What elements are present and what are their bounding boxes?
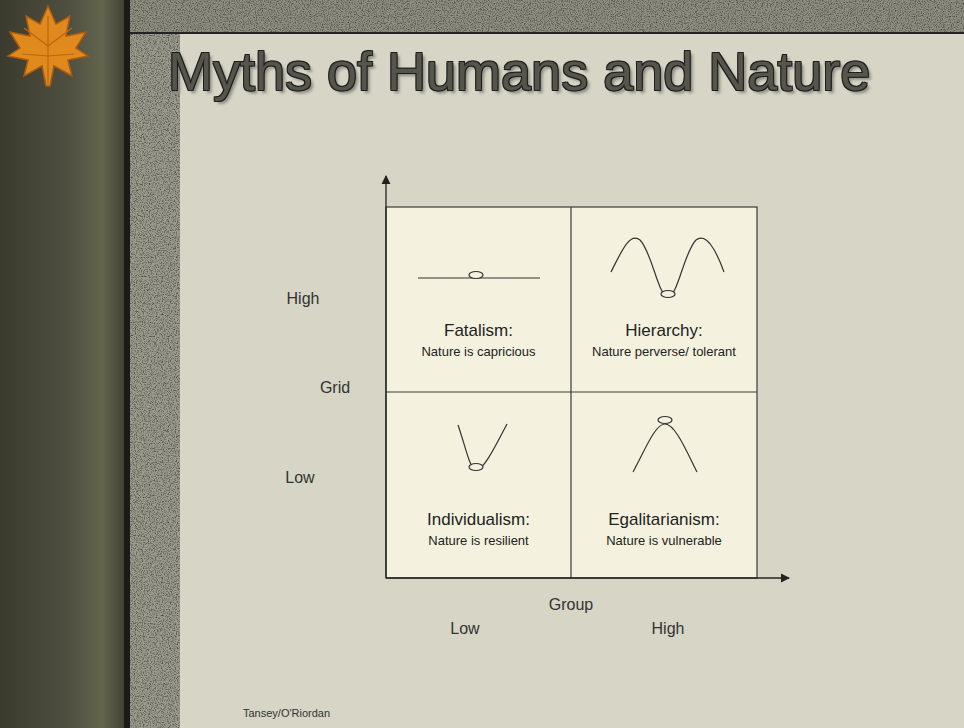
grid-frame	[386, 207, 757, 578]
group-axis	[386, 577, 789, 578]
quadrant-cell: Fatalism: Nature is capricious	[386, 207, 571, 392]
nature-myth-text: Nature is capricious	[386, 344, 571, 359]
quadrant-text: Individualism: Nature is resilient	[386, 510, 571, 548]
slide-title: Myths of Humans and Nature	[168, 40, 870, 102]
quadrant-cell: Egalitarianism: Nature is vulnerable	[571, 392, 757, 578]
side-strip-texture	[128, 34, 180, 728]
top-band-texture	[128, 0, 964, 34]
nature-myth-text: Nature perverse/ tolerant	[571, 344, 757, 359]
nature-myth-text: Nature is resilient	[386, 533, 571, 548]
content-ground	[180, 34, 964, 728]
grid-divider	[386, 391, 757, 392]
culture-heading: Hierarchy:	[571, 321, 757, 341]
axis-title: Group	[549, 595, 593, 614]
culture-heading: Egalitarianism:	[571, 510, 757, 530]
culture-heading: Fatalism:	[386, 321, 571, 341]
culture-heading: Individualism:	[386, 510, 571, 530]
grid-axis	[385, 176, 386, 578]
maple-leaf	[8, 6, 88, 86]
quadrant-cell: Individualism: Nature is resilient	[386, 392, 571, 578]
top-band	[128, 0, 964, 34]
source-credit: Tansey/O'Riordan	[243, 707, 330, 720]
left-bar-edge	[124, 0, 130, 728]
axis-level: Low	[285, 468, 314, 487]
quadrant-text: Fatalism: Nature is capricious	[386, 321, 571, 359]
quadrant-cell: Hierarchy: Nature perverse/ tolerant	[571, 207, 757, 392]
axis-title: Grid	[320, 378, 350, 397]
nature-myth-text: Nature is vulnerable	[571, 533, 757, 548]
quadrant-text: Hierarchy: Nature perverse/ tolerant	[571, 321, 757, 359]
quadrant-text: Egalitarianism: Nature is vulnerable	[571, 510, 757, 548]
axis-level: Low	[450, 619, 479, 638]
axis-level: High	[652, 619, 685, 638]
axis-level: High	[287, 289, 320, 308]
left-bar	[0, 0, 128, 728]
side-strip	[128, 34, 180, 728]
